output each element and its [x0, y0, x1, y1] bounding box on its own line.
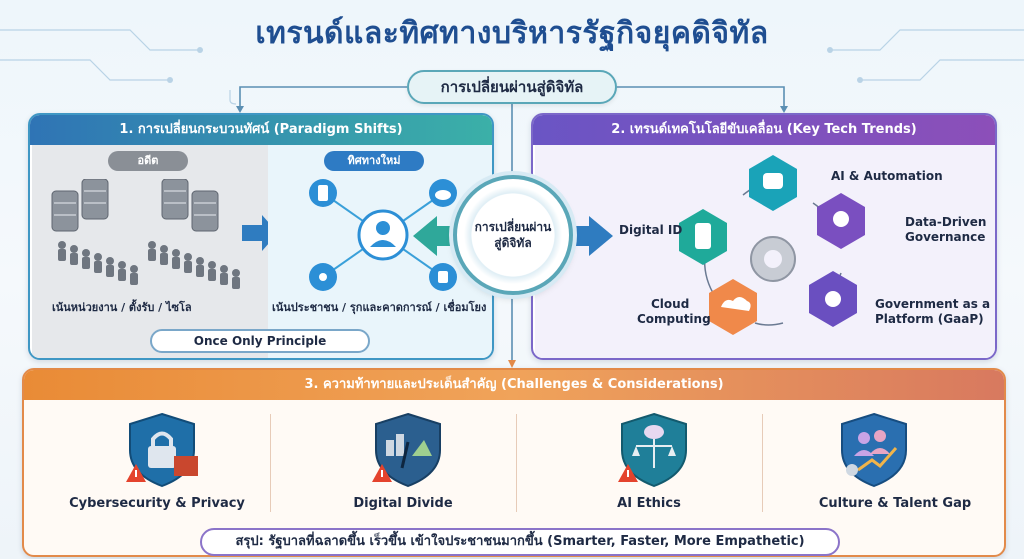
cloud-label-1: Cloud: [651, 297, 690, 311]
tech-trends-heading: 2. เทรนด์เทคโนโลยีขับเคลื่อน (Key Tech T…: [533, 115, 995, 145]
ai-ethics-shield-icon: [618, 412, 687, 488]
hub-label: การเปลี่ยนผ่าน สู่ดิจิทัล: [453, 219, 573, 251]
once-only-principle: Once Only Principle: [150, 329, 370, 353]
data-driven-label-2: Governance: [905, 230, 986, 244]
data-driven-label-1: Data-Driven: [905, 215, 987, 229]
divider: [270, 414, 271, 512]
divider: [762, 414, 763, 512]
challenge-label: Cybersecurity & Privacy: [69, 496, 245, 511]
summary-pill: สรุป: รัฐบาลที่ฉลาดขึ้น เร็วขึ้น เข้าใจป…: [200, 528, 840, 556]
hub-label-line-2: สู่ดิจิทัล: [494, 236, 532, 250]
server-silos-icon: [51, 179, 240, 289]
cybersecurity-shield-icon: [126, 412, 198, 488]
divider: [516, 414, 517, 512]
digital-divide-shield-icon: [372, 412, 441, 488]
past-label: อดีต: [108, 151, 188, 171]
past-caption: เน้นหน่วยงาน / ตั้งรับ / ไซโล: [52, 301, 192, 314]
hub-arrows: [413, 216, 613, 256]
digital-id-label: Digital ID: [619, 223, 683, 237]
challenges-panel: 3. ความท้าทายและประเด็นสำคัญ (Challenges…: [22, 368, 1006, 557]
ai-automation-label: AI & Automation: [831, 169, 943, 183]
challenge-label: AI Ethics: [617, 496, 681, 511]
transition-pill: การเปลี่ยนผ่านสู่ดิจิทัล: [407, 70, 617, 104]
connected-network-icon: [309, 179, 457, 291]
page-title: เทรนด์และทิศทางบริหารรัฐกิจยุคดิจิทัล: [255, 16, 769, 51]
paradigm-shifts-panel: 1. การเปลี่ยนกระบวนทัศน์ (Paradigm Shift…: [28, 113, 494, 360]
paradigm-heading: 1. การเปลี่ยนกระบวนทัศน์ (Paradigm Shift…: [30, 115, 492, 145]
new-direction-label: ทิศทางใหม่: [324, 151, 424, 171]
digital-transition-hub: [453, 175, 573, 295]
cloud-label-2: Computing: [637, 312, 711, 326]
challenge-label: Digital Divide: [353, 496, 453, 511]
past-section: อดีต เน้นหน่วยงาน / ตั้งรับ / ไซโล: [32, 145, 268, 358]
challenge-label: Culture & Talent Gap: [818, 496, 972, 511]
hub-label-line-1: การเปลี่ยนผ่าน: [474, 220, 552, 234]
tech-cycle-diagram: [679, 155, 865, 335]
tech-trends-panel: 2. เทรนด์เทคโนโลยีขับเคลื่อน (Key Tech T…: [531, 113, 997, 360]
culture-talent-shield-icon: [841, 412, 907, 488]
gaap-label-2: Platform (GaaP): [875, 312, 984, 326]
challenges-heading: 3. ความท้าทายและประเด็นสำคัญ (Challenges…: [24, 370, 1004, 400]
new-direction-caption: เน้นประชาชน / รุกและคาดการณ์ / เชื่อมโยง: [272, 301, 487, 314]
gaap-label-1: Government as a: [875, 297, 991, 311]
